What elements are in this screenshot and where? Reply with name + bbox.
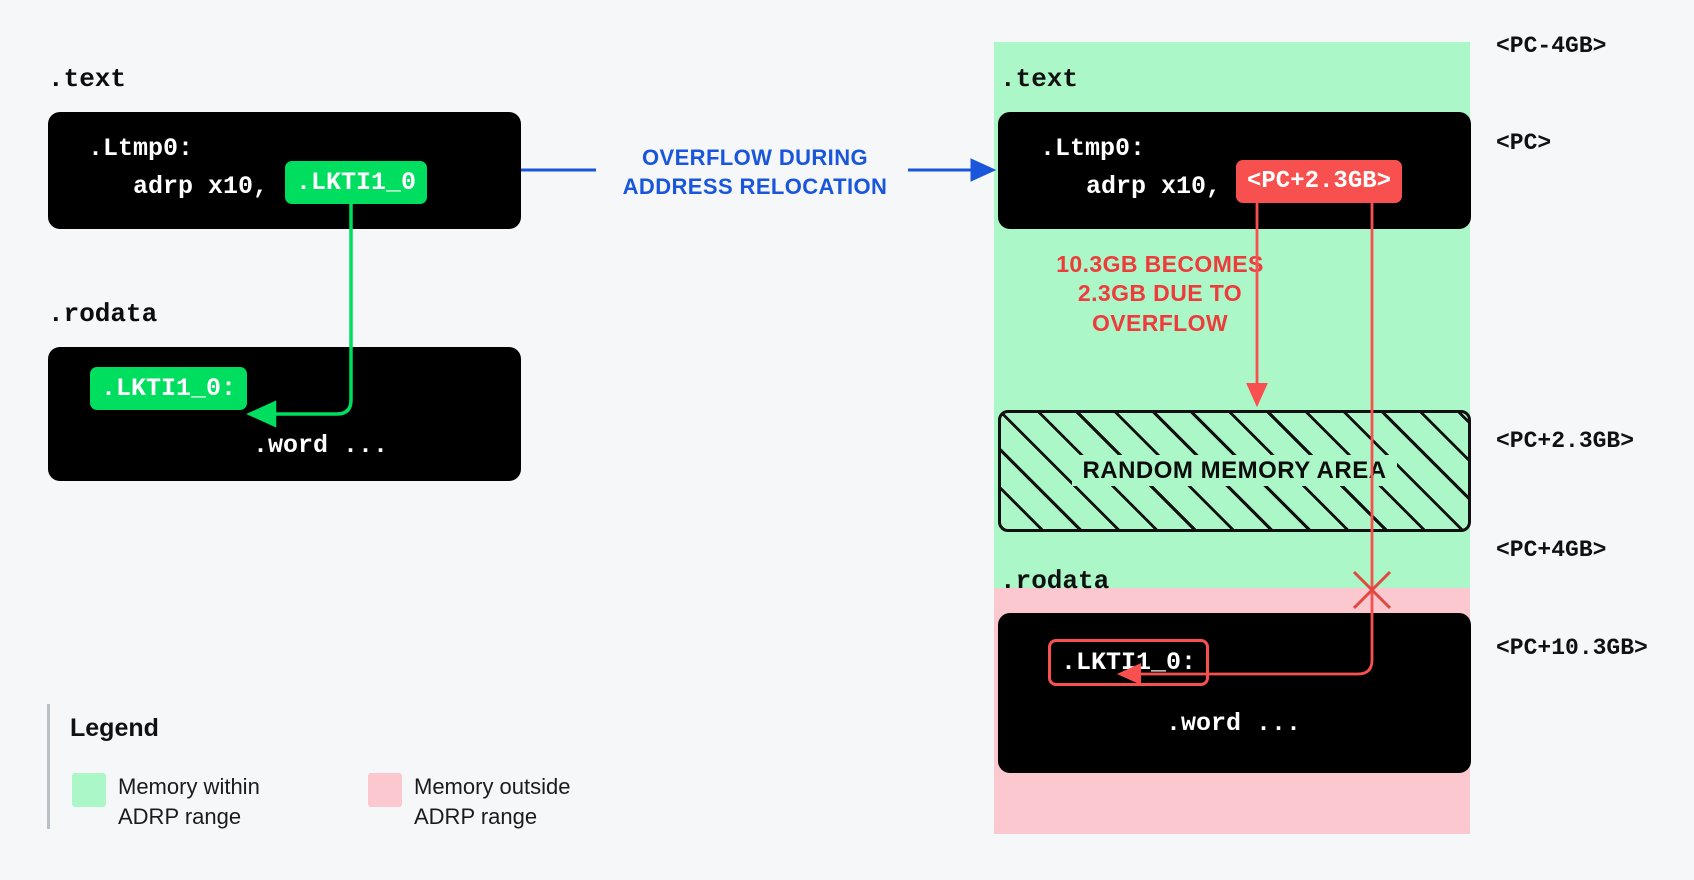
left-text-code-line-1: .Ltmp0:	[88, 134, 194, 163]
left-rodata-code-line-2: .word ...	[253, 431, 389, 460]
overflow-value-annotation: 10.3GB BECOMES 2.3GB DUE TO OVERFLOW	[1056, 251, 1264, 336]
random-memory-area: RANDOM MEMORY AREA	[998, 410, 1471, 532]
address-label-pc-minus-4gb: <PC-4GB>	[1496, 33, 1607, 59]
random-memory-area-label: RANDOM MEMORY AREA	[1001, 455, 1468, 486]
legend-label-within: Memory within ADRP range	[118, 774, 260, 829]
random-memory-area-text: RANDOM MEMORY AREA	[1072, 455, 1397, 486]
right-text-code-line-1: .Ltmp0:	[1040, 134, 1146, 163]
left-rodata-code-box: .LKTI1_0: .word ...	[48, 347, 521, 481]
right-text-code-box: .Ltmp0: adrp x10, <PC+2.3GB>	[998, 112, 1471, 229]
address-label-pc: <PC>	[1496, 130, 1552, 156]
address-label-pc-plus-4gb: <PC+4GB>	[1496, 537, 1607, 563]
right-symbol-badge-overflowed[interactable]: <PC+2.3GB>	[1236, 160, 1403, 203]
right-rodata-code-line-2: .word ...	[1166, 709, 1302, 738]
left-symbol-badge[interactable]: .LKTI1_0	[285, 161, 428, 204]
right-rodata-symbol-badge[interactable]: .LKTI1_0:	[1048, 639, 1210, 686]
address-label-pc-plus-10-3gb: <PC+10.3GB>	[1496, 635, 1648, 661]
overflow-relocation-annotation: OVERFLOW DURING ADDRESS RELOCATION	[622, 145, 888, 200]
legend-label-outside: Memory outside ADRP range	[414, 774, 571, 829]
left-text-code-line-2: adrp x10,	[133, 172, 269, 201]
legend-title: Legend	[70, 714, 159, 742]
right-text-section-label: .text	[1000, 64, 1079, 94]
left-rodata-section-label: .rodata	[48, 299, 158, 329]
left-text-section-label: .text	[48, 64, 127, 94]
legend-swatch-outside	[368, 773, 402, 807]
legend-divider	[47, 704, 50, 829]
address-label-pc-plus-2-3gb: <PC+2.3GB>	[1496, 428, 1635, 454]
right-rodata-code-box: .LKTI1_0: .word ...	[998, 613, 1471, 773]
right-text-code-line-2: adrp x10,	[1086, 172, 1222, 201]
legend-swatch-within	[72, 773, 106, 807]
left-text-code-box: .Ltmp0: adrp x10, .LKTI1_0	[48, 112, 521, 229]
right-rodata-section-label: .rodata	[1000, 566, 1110, 596]
left-rodata-symbol-badge[interactable]: .LKTI1_0:	[90, 367, 248, 410]
